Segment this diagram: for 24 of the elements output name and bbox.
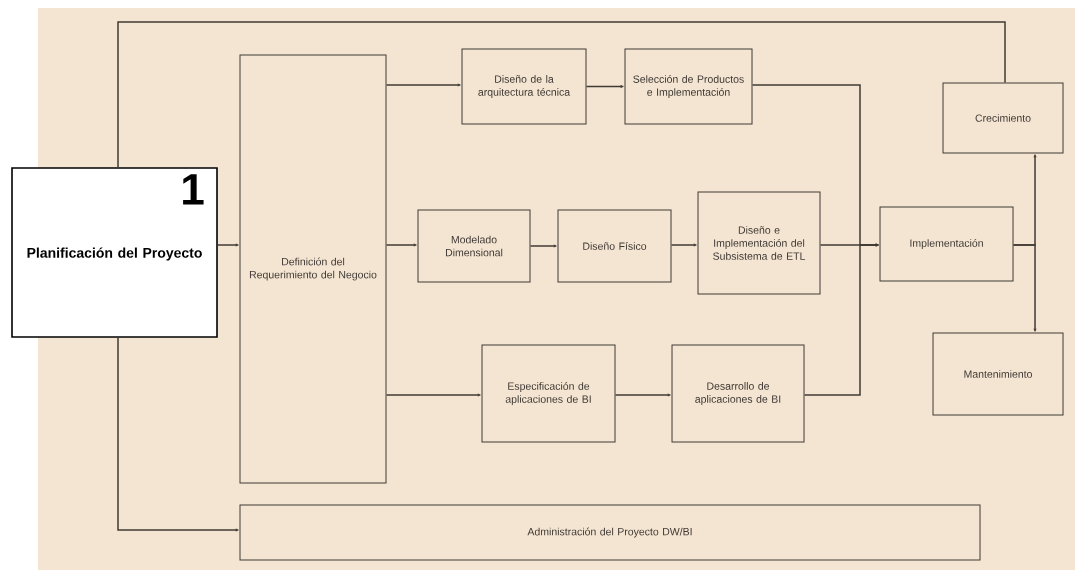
process-box: Implementación: [879, 206, 1014, 282]
process-box: Diseño e Implementación del Subsistema de ETL: [697, 191, 821, 295]
process-box: Especificación de aplicaciones de BI: [481, 344, 616, 443]
arrow: [614, 393, 671, 397]
process-box: Administración del Proyecto DW/BI: [239, 504, 981, 561]
process-box: Selección de Productos e Implementación: [624, 48, 753, 125]
process-box: Desarrollo de aplicaciones de BI: [671, 344, 805, 443]
arrow: [385, 393, 481, 397]
arrow: [670, 243, 697, 247]
arrow: [529, 244, 557, 248]
arrow: [217, 243, 239, 247]
arrow: [385, 243, 417, 247]
step-number: 1: [183, 174, 204, 205]
arrow: [1012, 244, 1037, 332]
arrow: [117, 337, 239, 532]
arrow: [385, 83, 461, 87]
process-box: Diseño de la arquitectura técnica: [461, 48, 587, 125]
arrow: [803, 243, 879, 396]
process-box: Diseño Físico: [557, 209, 672, 283]
arrow: [585, 85, 624, 88]
process-box: Modelado Dimensional: [417, 209, 531, 283]
process-box: Definición del Requerimiento del Negocio: [239, 54, 387, 484]
process-box: Mantenimiento: [932, 332, 1064, 416]
process-box: Crecimiento: [942, 82, 1064, 154]
